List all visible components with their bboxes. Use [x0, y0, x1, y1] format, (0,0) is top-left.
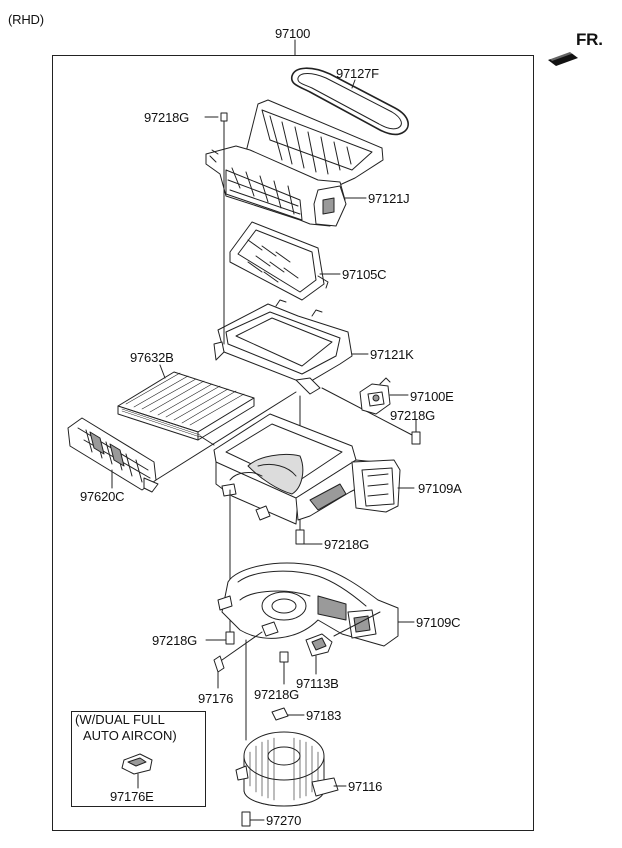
part-label-97218G-bottom: 97218G	[254, 687, 300, 702]
intake-flap-97105C	[229, 221, 329, 301]
leader-97632B	[159, 364, 166, 379]
part-label-97116: 97116	[348, 779, 383, 794]
intake-case-upper-97121J	[205, 99, 384, 227]
option-inset-box	[71, 711, 206, 807]
lower-blower-case-97109C	[217, 562, 399, 647]
leader-97127F	[351, 79, 356, 89]
inset-note-line1: (W/DUAL FULL	[75, 712, 165, 727]
part-label-97127F: 97127F	[336, 66, 379, 81]
screw-97218G-top-icon	[220, 112, 228, 122]
part-label-97100E: 97100E	[410, 389, 454, 404]
part-label-97109C: 97109C	[416, 615, 461, 630]
assembly-number-label: 97100	[275, 26, 311, 41]
part-label-97632B: 97632B	[130, 350, 174, 365]
cover-insertion-line	[155, 391, 297, 481]
part-label-97218G-mid: 97218G	[390, 408, 436, 423]
seal-gasket-97127F	[290, 67, 409, 136]
screw-97218G-bottom-icon	[279, 651, 289, 663]
part-label-97218G-left: 97218G	[152, 633, 198, 648]
part-label-97620C: 97620C	[80, 489, 125, 504]
part-label-97121J: 97121J	[368, 191, 410, 206]
assembly-frame	[52, 55, 534, 831]
grommet-97183-icon	[271, 707, 289, 721]
front-direction-label: FR.	[576, 30, 603, 49]
part-label-97105C: 97105C	[342, 267, 387, 282]
clip-insertion-line	[221, 631, 263, 661]
resistor-insertion-line	[333, 611, 381, 637]
front-arrow-icon	[548, 51, 578, 66]
filter-insertion-line	[199, 435, 215, 446]
actuator-97100E	[359, 377, 391, 415]
part-label-97109A: 97109A	[418, 481, 462, 496]
part-label-97176: 97176	[198, 691, 234, 706]
option-inset-note: (W/DUAL FULL AUTO AIRCON)	[75, 712, 177, 744]
part-label-97270: 97270	[266, 813, 302, 828]
part-label-97176E: 97176E	[110, 789, 154, 804]
variant-label: (RHD)	[8, 12, 44, 27]
resistor-97113B	[305, 633, 333, 657]
screw-97218G-left-icon	[225, 631, 235, 645]
clip-97176-icon	[213, 655, 225, 673]
part-label-97218G-top: 97218G	[144, 110, 190, 125]
blower-motor-97116	[235, 731, 339, 807]
part-label-97121K: 97121K	[370, 347, 414, 362]
screw-97218G-lower-icon	[295, 529, 305, 545]
filter-cover-97620C	[67, 417, 159, 493]
upper-blower-case-97109A	[213, 413, 401, 525]
screw-97270-icon	[241, 811, 251, 827]
inset-note-line2: AUTO AIRCON)	[83, 728, 177, 743]
part-label-97183: 97183	[306, 708, 342, 723]
sensor-97176E	[121, 753, 153, 775]
filter-housing-97121K	[213, 299, 353, 395]
cabin-filter-97632B	[117, 371, 255, 441]
part-label-97218G-lower: 97218G	[324, 537, 370, 552]
screw-97218G-mid-icon	[411, 431, 421, 445]
part-label-97113B: 97113B	[296, 676, 339, 691]
